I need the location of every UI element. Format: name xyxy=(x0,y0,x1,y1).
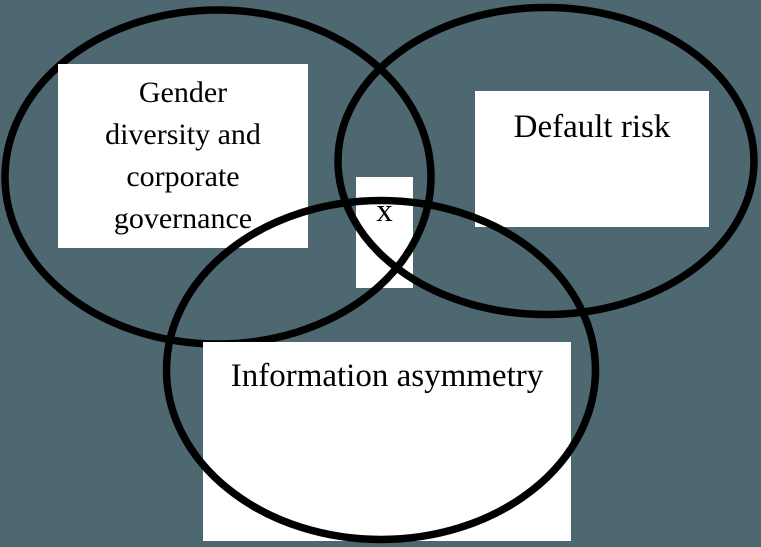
label-line: Information asymmetry xyxy=(230,358,544,394)
label-line: governance xyxy=(113,202,253,235)
label-box-gender-diversity: Gender diversity and corporate governanc… xyxy=(58,64,308,248)
label-line: Default risk xyxy=(513,109,671,145)
label-line: corporate xyxy=(126,160,240,193)
label-line: diversity and xyxy=(105,118,261,151)
intersection-label: x xyxy=(376,193,393,229)
label-box-information-asymmetry: Information asymmetry xyxy=(203,342,571,541)
label-box-default-risk: Default risk xyxy=(475,91,709,227)
label-line: Gender xyxy=(138,76,228,109)
